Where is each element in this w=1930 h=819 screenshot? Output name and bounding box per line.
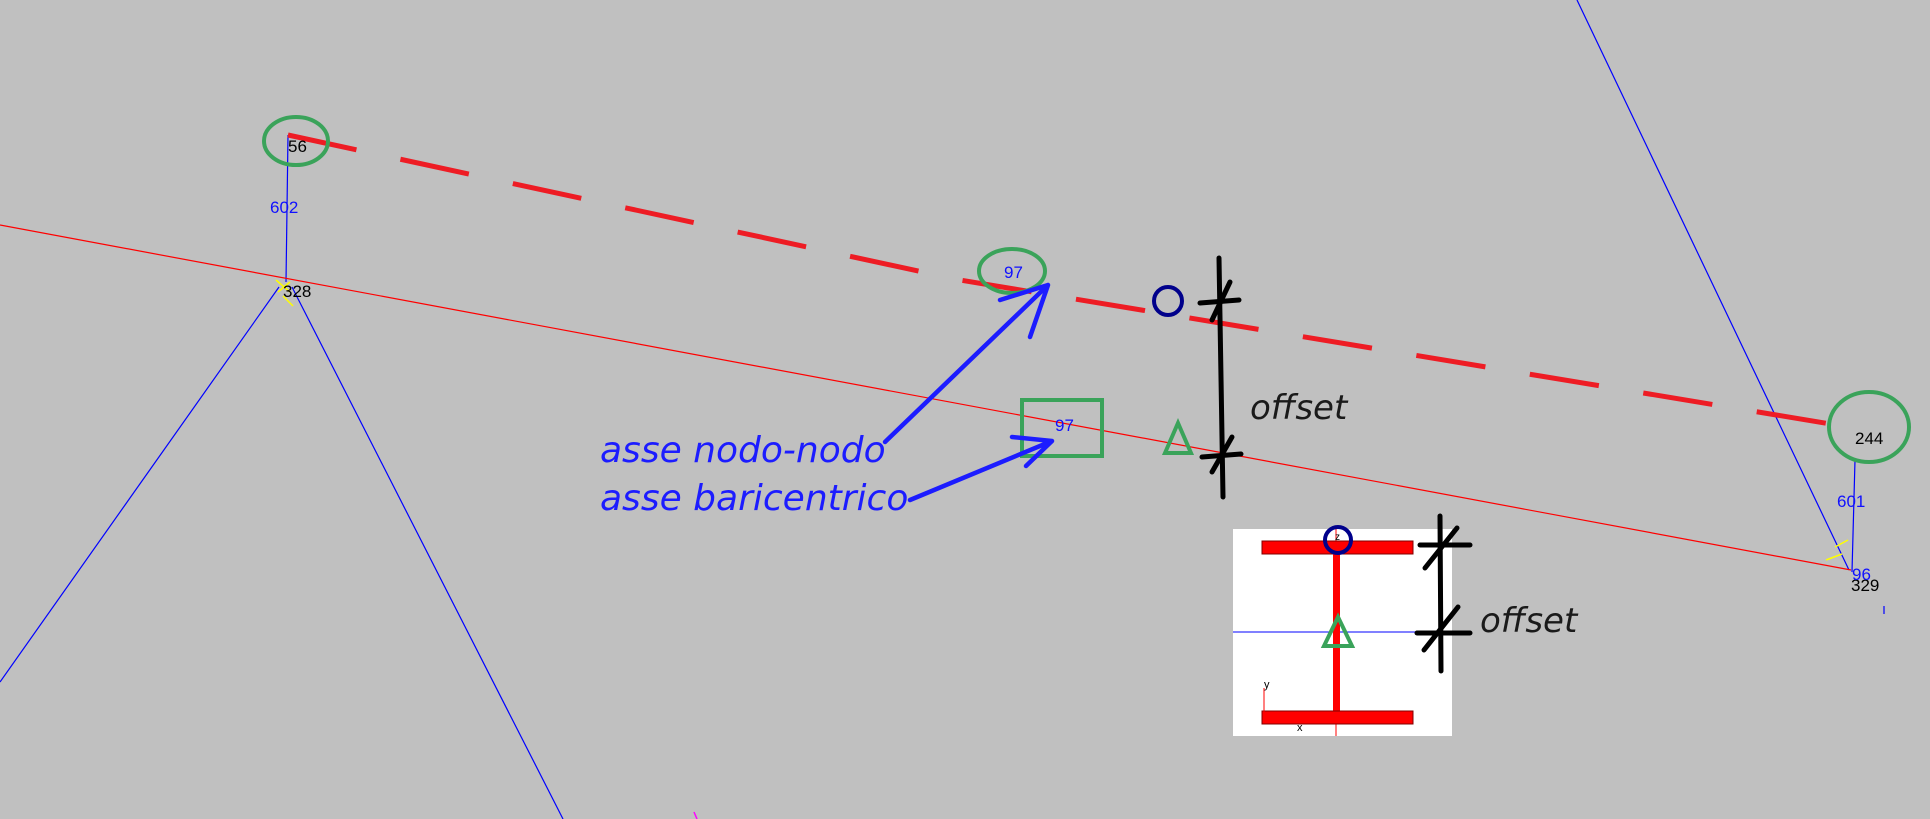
highlight-node-244	[1827, 390, 1911, 464]
node-node-axis-dashed[interactable]	[287, 132, 1856, 431]
section-node-node-point-icon	[1323, 525, 1353, 555]
centroid-triangle-icon	[1161, 417, 1195, 455]
section-web	[1333, 554, 1340, 711]
member-602[interactable]	[285, 134, 289, 283]
annotation-arrows	[882, 282, 1055, 503]
annotation-offset-main: offset	[1250, 388, 1349, 428]
member-601[interactable]	[1851, 459, 1856, 573]
element-label-96[interactable]: 96	[1852, 565, 1871, 584]
annotation-centroidal-axis: asse baricentrico	[600, 478, 908, 519]
centroidal-axis-line[interactable]	[0, 224, 1852, 571]
magenta-tick	[693, 811, 698, 819]
green-highlights	[262, 115, 1911, 464]
section-bottom-flange	[1261, 710, 1414, 725]
node-label-244[interactable]: 244	[1855, 429, 1883, 448]
element-label-97-top[interactable]: 97	[1004, 263, 1023, 282]
section-centroid-triangle-icon	[1320, 612, 1356, 648]
node-label-329[interactable]: 329	[1851, 576, 1879, 595]
highlight-element-97-top	[977, 247, 1047, 295]
support-marks	[275, 279, 1849, 561]
node-node-point-icon	[1152, 285, 1184, 317]
node-label-328[interactable]: 328	[283, 282, 311, 301]
member-top-right-diagonal[interactable]	[1576, 0, 1850, 571]
arrow-centroid-icon	[907, 434, 1055, 503]
section-axis-z-label: z	[1335, 532, 1340, 543]
annotation-node-node-axis: asse nodo-nodo	[600, 430, 886, 471]
member-right-diagonal[interactable]	[291, 286, 564, 819]
offset-dimension-main	[1197, 255, 1244, 500]
element-label-602[interactable]: 602	[270, 198, 298, 217]
element-label-97-box[interactable]: 97	[1055, 416, 1074, 435]
offset-dimension-section	[1414, 513, 1473, 674]
member-left-diagonal[interactable]	[0, 286, 280, 683]
highlight-node-56	[262, 115, 330, 167]
support-icon-right	[1825, 539, 1849, 561]
node-label-56[interactable]: 56	[288, 137, 307, 156]
blue-members	[0, 0, 1885, 819]
support-icon	[275, 279, 294, 307]
section-axis-x-label: x	[1297, 722, 1303, 734]
highlight-element-97-box	[1020, 398, 1104, 458]
arrow-node-node-icon	[882, 282, 1051, 445]
annotation-offset-section: offset	[1480, 601, 1579, 641]
element-label-601[interactable]: 601	[1837, 492, 1865, 511]
section-axis-y-label: y	[1264, 679, 1270, 691]
